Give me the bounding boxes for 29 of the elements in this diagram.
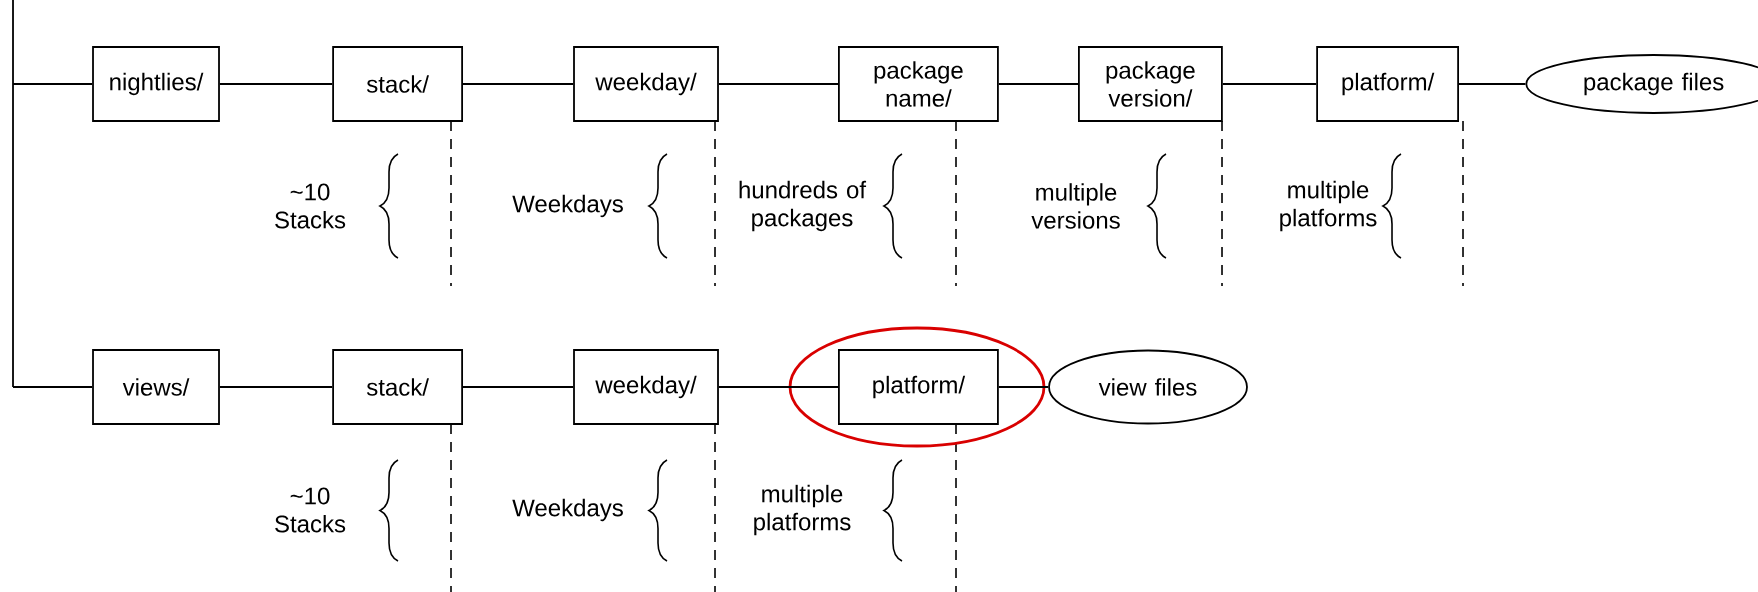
connector-line: [1458, 83, 1527, 85]
connector-line: [718, 386, 839, 388]
folder-box: stack/: [332, 349, 463, 425]
brace-label: multiple versions: [1031, 183, 1120, 229]
connector-line: [462, 83, 574, 85]
brace-label: ~10 Stacks: [275, 183, 346, 229]
brace-label: hundreds of packages: [739, 180, 867, 232]
brace-label: Weekdays: [512, 194, 623, 218]
connector-line: [997, 83, 1079, 85]
connector-line: [12, 83, 93, 85]
folder-box: views/: [92, 349, 220, 425]
connector-line: [219, 83, 334, 85]
connector-line: [718, 83, 839, 85]
connector-line: [219, 386, 334, 388]
folder-box: weekday/: [573, 46, 719, 122]
folder-box: package name/: [838, 46, 999, 122]
connector-line: [1221, 83, 1318, 85]
folder-box: package version/: [1078, 46, 1223, 122]
brace-label: multiple platforms: [754, 484, 851, 536]
folder-box: stack/: [332, 46, 463, 122]
connector-line: [462, 386, 574, 388]
brace-label: ~10 Stacks: [275, 487, 346, 533]
folder-box: platform/: [1316, 46, 1459, 122]
brace-label: multiple platforms: [1280, 180, 1377, 232]
brace-label: Weekdays: [512, 498, 623, 522]
folder-box: weekday/: [573, 349, 719, 425]
connector-line: [12, 386, 93, 388]
folder-box: platform/: [838, 349, 999, 425]
folder-box: nightlies/: [92, 46, 220, 122]
